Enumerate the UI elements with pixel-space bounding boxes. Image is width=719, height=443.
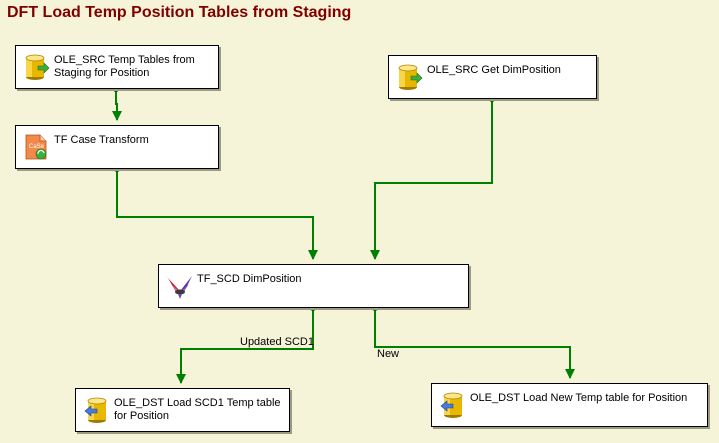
path-src-temp-to-case[interactable]: [112, 89, 122, 121]
component-tf-case-transform[interactable]: CaSe TF Case Transform: [15, 125, 219, 169]
component-label: OLE_DST Load SCD1 Temp table for Positio…: [114, 397, 281, 422]
component-label: OLE_SRC Get DimPosition: [427, 64, 561, 76]
component-tf-scd-dimposition[interactable]: TF_SCD DimPosition: [158, 264, 469, 308]
component-ole-dst-load-new[interactable]: OLE_DST Load New Temp table for Position: [431, 383, 708, 427]
path-case-to-scd[interactable]: [116, 169, 318, 260]
component-label: OLE_DST Load New Temp table for Position: [470, 392, 688, 404]
component-label: TF_SCD DimPosition: [197, 273, 302, 285]
component-ole-dst-load-scd1[interactable]: OLE_DST Load SCD1 Temp table for Positio…: [75, 388, 290, 432]
svg-text:CaSe: CaSe: [29, 144, 45, 150]
component-label: TF Case Transform: [54, 134, 149, 146]
component-label: OLE_SRC Temp Tables from Staging for Pos…: [54, 54, 195, 79]
path-label-new[interactable]: New: [377, 348, 400, 360]
path-dim-to-scd[interactable]: [370, 99, 493, 260]
path-label-updated-scd1[interactable]: Updated SCD1: [240, 336, 314, 348]
ole-db-source-icon: [25, 54, 50, 80]
ole-db-destination-icon: [84, 397, 107, 423]
ole-db-destination-icon: [440, 392, 463, 418]
path-new[interactable]: [374, 308, 575, 379]
path-updated-scd1[interactable]: [176, 308, 314, 384]
component-ole-src-get-dimposition[interactable]: OLE_SRC Get DimPosition: [388, 55, 597, 99]
page-title: DFT Load Temp Position Tables from Stagi…: [7, 4, 352, 21]
slowly-changing-dimension-icon: [168, 276, 192, 299]
character-map-icon: CaSe: [25, 134, 47, 160]
ole-db-source-icon: [398, 64, 423, 90]
component-ole-src-temp-tables[interactable]: OLE_SRC Temp Tables from Staging for Pos…: [15, 45, 219, 89]
